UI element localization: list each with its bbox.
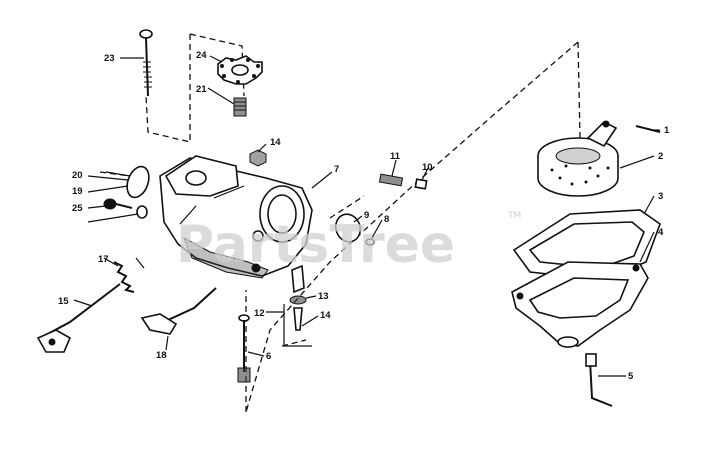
mounting-screw xyxy=(103,198,148,219)
fuel-fitting-gasket xyxy=(334,213,362,243)
bowl-drain-boss xyxy=(557,336,579,348)
callout-18: 18 xyxy=(156,350,167,361)
throttle-spring-coil xyxy=(113,261,135,293)
hinge-eye xyxy=(602,120,610,128)
callout-13: 13 xyxy=(318,291,329,302)
knob-center xyxy=(231,64,249,76)
adjustment-knob xyxy=(217,55,263,85)
main-jet-stack xyxy=(283,264,312,347)
throttle-plate xyxy=(105,165,150,199)
float-recess xyxy=(555,147,601,165)
body-edge-b xyxy=(213,185,245,199)
throttle-spring xyxy=(113,257,145,293)
callout-3: 3 xyxy=(658,191,663,202)
callout-15: 15 xyxy=(58,296,69,307)
mounting-screw-shank xyxy=(115,203,133,209)
callout-19: 19 xyxy=(72,186,83,197)
callout-11: 11 xyxy=(390,151,401,162)
fuel-fitting-gasket-ring xyxy=(334,213,362,243)
body-lower xyxy=(183,236,269,279)
main-jet-upper xyxy=(291,264,305,294)
drain-screw-head xyxy=(585,353,597,367)
watermark-text: PartsTree xyxy=(176,215,455,275)
choke-shaft xyxy=(140,287,217,335)
idle-screw xyxy=(139,29,153,97)
main-jet-lower xyxy=(293,307,303,331)
bowl-screw-hole-right xyxy=(632,264,640,272)
callout-14-b: 14 xyxy=(320,310,331,321)
throttle-lever-hole xyxy=(48,338,56,346)
bowl-screw-hole-left xyxy=(516,292,524,300)
watermark-trademark: TM xyxy=(507,211,521,221)
body-nut-shape xyxy=(249,149,267,167)
throttle-plate-screw xyxy=(105,171,131,177)
callout-10: 10 xyxy=(422,162,433,173)
callout-14-a: 14 xyxy=(270,137,281,148)
inlet-needle-body xyxy=(378,173,404,187)
float-pin xyxy=(635,125,661,133)
callout-12: 12 xyxy=(254,308,265,319)
callout-7: 7 xyxy=(334,164,339,175)
callout-labels: 23 24 21 14 20 19 25 17 15 18 6 7 11 10 … xyxy=(58,50,670,382)
mounting-washer xyxy=(136,205,148,219)
main-nozzle-nut xyxy=(237,367,251,383)
mounting-screw-head xyxy=(103,198,117,210)
callout-8: 8 xyxy=(384,214,389,225)
choke-lever xyxy=(140,313,178,335)
callout-20: 20 xyxy=(72,170,83,181)
main-jet-washer xyxy=(289,295,307,305)
small-pin xyxy=(365,238,375,246)
float-bowl-inner xyxy=(528,277,630,319)
body-boss xyxy=(252,230,264,242)
throttle-spring-tail xyxy=(135,257,145,269)
callout-24: 25 xyxy=(72,203,83,214)
needle-seat xyxy=(414,178,428,190)
main-jet-bracket xyxy=(283,304,312,347)
flange-hole xyxy=(185,170,207,186)
callout-6: 6 xyxy=(266,351,271,362)
watermark: PartsTree TM xyxy=(176,211,521,275)
bowl-gasket-inner xyxy=(528,221,645,269)
body-throat-bore xyxy=(267,194,297,234)
callout-21: 21 xyxy=(196,84,207,95)
callout-1: 1 xyxy=(664,125,670,136)
callout-22-a: 24 xyxy=(196,50,207,61)
float-texture xyxy=(550,164,610,186)
callout-17: 17 xyxy=(98,254,109,265)
knob-spring-coil xyxy=(233,97,247,117)
callout-23: 23 xyxy=(104,53,115,64)
float-hinge xyxy=(586,121,618,148)
body-plug xyxy=(251,263,261,273)
main-nozzle xyxy=(237,314,251,383)
small-pin-head xyxy=(365,238,375,246)
callout-5: 5 xyxy=(628,371,634,382)
callout-2: 2 xyxy=(658,151,663,162)
callout-9: 9 xyxy=(364,210,369,221)
inlet-needle xyxy=(378,173,404,187)
float-side xyxy=(537,156,619,197)
drain-screw xyxy=(589,359,613,407)
throttle-shaft-rod xyxy=(43,283,121,337)
float-assembly xyxy=(511,120,661,407)
body-edge-a xyxy=(179,205,197,225)
throttle-plate-disc xyxy=(126,165,150,199)
needle-seat-body xyxy=(414,178,428,190)
knob-spring xyxy=(233,97,247,117)
carburetor-body xyxy=(159,155,313,279)
leader-lines xyxy=(73,55,660,377)
body-nut xyxy=(249,149,267,167)
callout-4: 4 xyxy=(658,227,664,238)
idle-screw-head xyxy=(139,29,153,39)
throttle-shaft xyxy=(36,283,121,353)
choke-shaft-rod xyxy=(167,287,217,321)
